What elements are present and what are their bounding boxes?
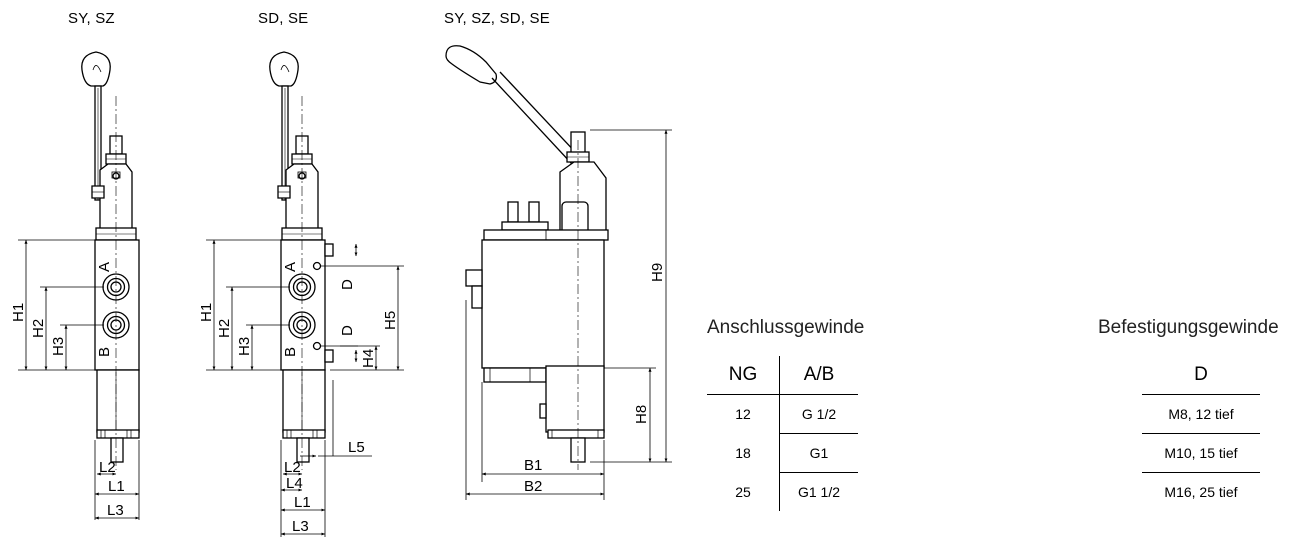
- port-label-b: B: [282, 347, 299, 357]
- table-row: M16, 25 tief: [1142, 473, 1260, 512]
- cell-ab: G 1/2: [779, 394, 858, 434]
- labels-view3: H9 H8 B1 B2: [524, 263, 666, 495]
- header-ng: NG: [707, 356, 780, 395]
- view-caption-sy-sz: SY, SZ: [68, 10, 115, 27]
- dim-label-l2: L2: [284, 459, 301, 476]
- dim-label-l1: L1: [294, 494, 311, 511]
- cell-thread: M10, 15 tief: [1142, 433, 1260, 473]
- cell-ng: 12: [707, 394, 780, 434]
- dim-label-h3: H3: [50, 337, 67, 356]
- dim-label-h9: H9: [649, 263, 666, 282]
- cell-ab: G1: [779, 433, 858, 473]
- header-ab: A/B: [779, 356, 858, 395]
- header-d: D: [1142, 356, 1260, 395]
- port-label-b: B: [96, 347, 113, 357]
- table-row: 25 G1 1/2: [707, 472, 858, 511]
- port-label-d-upper: D: [339, 279, 356, 290]
- labels-view1: H1 H2 H3 A B L2 L1 L3: [10, 262, 125, 519]
- dim-label-b2: B2: [524, 478, 542, 495]
- dimension-lines-view1: [18, 239, 140, 520]
- cell-ng: 18: [707, 433, 780, 473]
- mounting-table: D M8, 12 tief M10, 15 tief M16, 25 tief: [1142, 356, 1260, 511]
- cell-ng: 25: [707, 472, 780, 511]
- cell-ab: G1 1/2: [797, 484, 841, 500]
- dim-label-h1: H1: [198, 303, 215, 322]
- table-row: M10, 15 tief: [1142, 433, 1260, 473]
- table-row: M8, 12 tief: [1142, 394, 1260, 434]
- dim-label-h5: H5: [382, 311, 399, 330]
- table-row: 18 G1: [707, 433, 858, 473]
- cell-thread: M8, 12 tief: [1142, 394, 1260, 434]
- dim-label-h8: H8: [633, 405, 650, 424]
- valve-side-view: [445, 45, 609, 470]
- valve-front-view-sd-se: [269, 51, 334, 470]
- dim-label-h4: H4: [360, 349, 377, 368]
- thread-table-title: Anschlussgewinde: [707, 317, 865, 338]
- port-label-a: A: [282, 262, 299, 272]
- dim-label-l3: L3: [292, 518, 309, 535]
- port-label-a: A: [96, 262, 113, 272]
- valve-front-view-sy-sz: [81, 51, 140, 470]
- mounting-table-title: Befestigungsgewinde: [1098, 317, 1279, 338]
- thread-table: NG A/B 12 G 1/2 18 G1 25 G1 1/2: [707, 356, 858, 511]
- dimension-lines-view2: [206, 239, 404, 537]
- cell-thread: M16, 25 tief: [1164, 484, 1238, 500]
- port-label-d-lower: D: [339, 325, 356, 336]
- table-row: 12 G 1/2: [707, 394, 858, 434]
- dim-label-h3: H3: [236, 337, 253, 356]
- table-header-row: D: [1142, 356, 1260, 395]
- dim-label-l2: L2: [99, 459, 116, 476]
- dim-label-h2: H2: [30, 319, 47, 338]
- dim-label-l1: L1: [108, 478, 125, 495]
- dim-label-h1: H1: [10, 303, 27, 322]
- view-caption-sd-se: SD, SE: [258, 10, 309, 27]
- table-header-row: NG A/B: [707, 356, 858, 395]
- labels-view2: H1 H2 H3 H5 H4 D D A B L5 L2 L4 L1 L3: [198, 262, 399, 535]
- dim-label-l3: L3: [107, 502, 124, 519]
- dim-label-h2: H2: [216, 319, 233, 338]
- dim-label-b1: B1: [524, 457, 542, 474]
- dimension-lines-view3: [465, 129, 672, 500]
- dim-label-l5: L5: [348, 439, 365, 456]
- view-caption-side-view: SY, SZ, SD, SE: [444, 10, 550, 27]
- dim-label-l4: L4: [286, 475, 303, 492]
